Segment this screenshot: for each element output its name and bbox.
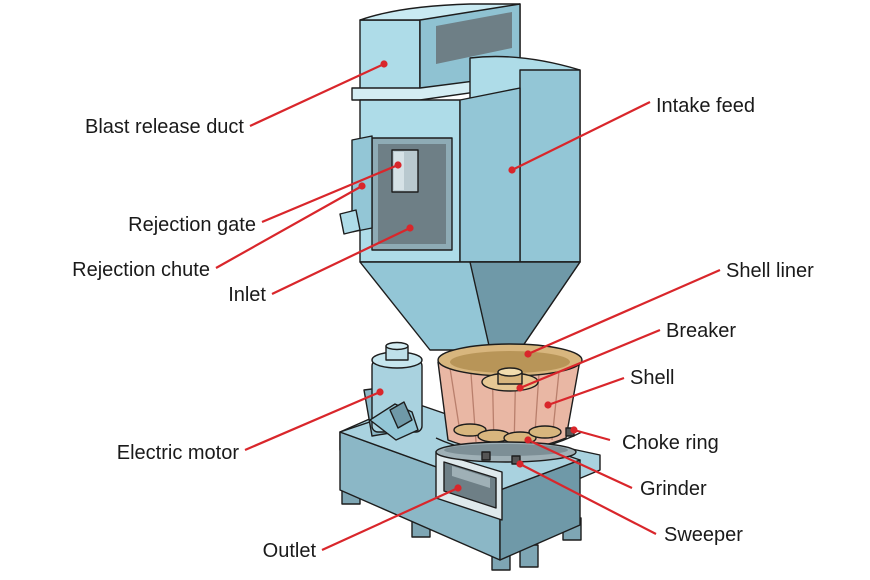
mill-bowl xyxy=(435,343,583,465)
leader-inlet xyxy=(271,227,411,295)
label-shell-liner: Shell liner xyxy=(726,260,814,282)
leader-intake-feed xyxy=(511,101,651,171)
leader-blast-release-duct xyxy=(249,63,385,127)
label-grinder: Grinder xyxy=(640,478,707,500)
leader-rejection-gate xyxy=(261,163,399,224)
leader-dot-sweeper xyxy=(516,460,524,468)
label-breaker: Breaker xyxy=(666,320,736,342)
leader-dot-intake-feed xyxy=(508,166,516,174)
machine-illustration xyxy=(339,3,601,571)
label-choke-ring: Choke ring xyxy=(622,432,719,454)
label-inlet: Inlet xyxy=(228,284,266,306)
callout-labels: Blast release duct Intake feed Rejection… xyxy=(72,95,814,562)
leader-dot-inlet xyxy=(406,224,414,232)
leader-dot-rejection-gate xyxy=(394,161,402,169)
leader-dot-choke-ring xyxy=(570,426,578,434)
classifier-housing xyxy=(359,87,521,263)
label-intake-feed: Intake feed xyxy=(656,95,755,117)
electric-motor xyxy=(363,341,423,441)
hopper-funnel xyxy=(359,261,581,351)
outlet-opening xyxy=(435,451,503,521)
label-outlet: Outlet xyxy=(263,540,317,562)
rejection-chute xyxy=(339,135,373,235)
leader-dot-electric-motor xyxy=(376,388,384,396)
leader-shell xyxy=(547,376,625,407)
leader-shell-liner xyxy=(527,268,721,356)
leader-choke-ring xyxy=(573,428,611,442)
leader-grinder xyxy=(527,439,633,489)
leader-outlet xyxy=(321,486,459,552)
leader-lines xyxy=(215,60,721,552)
leader-dot-grinder xyxy=(524,436,532,444)
leader-dot-breaker xyxy=(516,384,524,392)
leader-rejection-chute xyxy=(215,185,363,269)
leader-sweeper xyxy=(519,463,657,535)
label-rejection-gate: Rejection gate xyxy=(128,214,256,236)
label-blast-release-duct: Blast release duct xyxy=(85,116,244,138)
leader-dot-shell xyxy=(544,401,552,409)
leader-dot-shell-liner xyxy=(524,350,532,358)
label-shell: Shell xyxy=(630,367,674,389)
leader-electric-motor xyxy=(244,390,381,452)
leader-dot-blast-release-duct xyxy=(380,60,388,68)
leader-dot-rejection-chute xyxy=(358,182,366,190)
label-rejection-chute: Rejection chute xyxy=(72,259,210,281)
leader-dot-outlet xyxy=(454,484,462,492)
label-electric-motor: Electric motor xyxy=(117,442,240,464)
label-sweeper: Sweeper xyxy=(664,524,743,546)
leader-breaker xyxy=(519,328,661,390)
